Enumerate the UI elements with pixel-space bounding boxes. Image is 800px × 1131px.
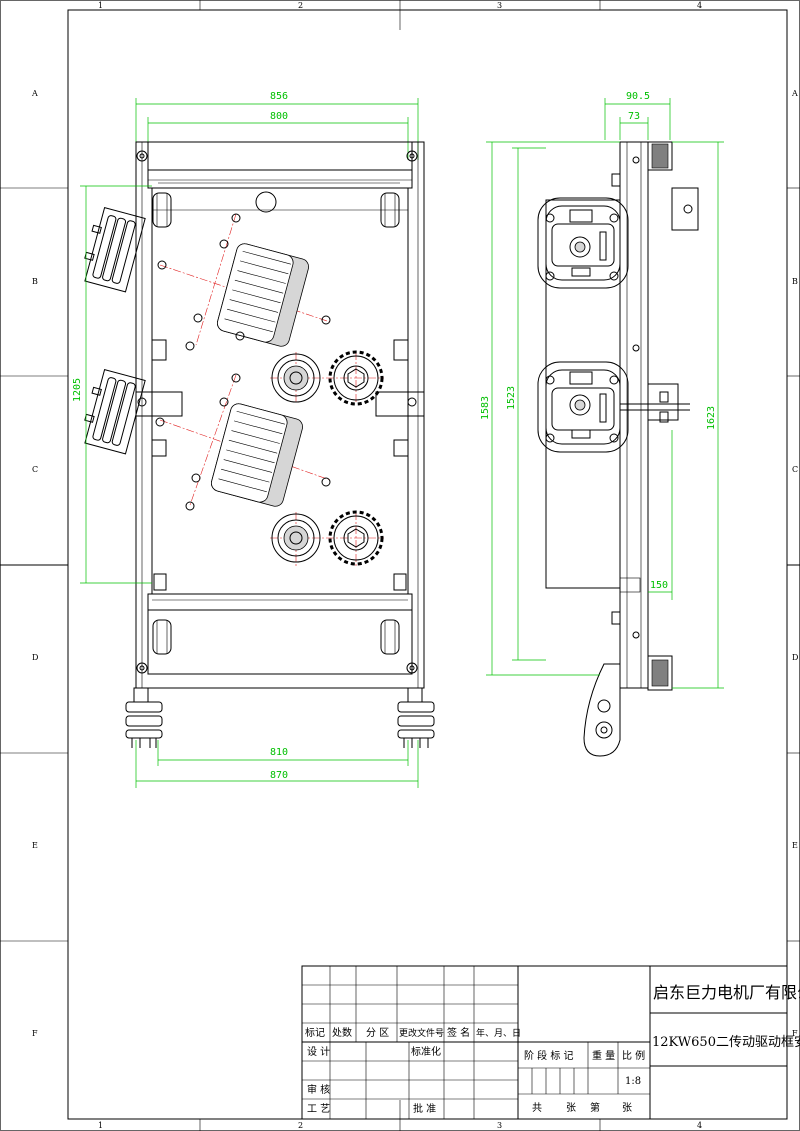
side-bottom-lug: [583, 663, 621, 757]
corner-bolts: [136, 150, 418, 674]
front-left-dimension: 1205: [72, 185, 152, 584]
hdr-sign: 签 名: [447, 1026, 470, 1039]
dim-800: 800: [270, 111, 288, 122]
col-label-2-bottom: 2: [298, 1121, 303, 1130]
row-label-e-right: E: [792, 841, 798, 850]
dim-73: 73: [628, 111, 640, 122]
col-label-1-bottom: 1: [98, 1121, 103, 1130]
bottom-feet: [125, 687, 435, 748]
side-dimensions: 1583 1523 1623 150: [480, 141, 724, 689]
hdr-zone: 分 区: [366, 1027, 389, 1039]
row-label-f: F: [32, 1029, 38, 1038]
row-label-a: A: [31, 89, 38, 98]
col-label-3: 3: [497, 1, 502, 10]
row-label-d: D: [32, 653, 38, 662]
scale-value: 1:8: [625, 1076, 641, 1087]
col-label-2: 2: [298, 1, 303, 10]
dim-1523: 1523: [506, 386, 517, 410]
role-review: 审 核: [307, 1083, 330, 1096]
sheet-no-label: 第: [590, 1101, 600, 1114]
motor-lower: [211, 403, 303, 507]
hdr-mark: 标记: [305, 1027, 325, 1039]
row-label-c-right: C: [792, 465, 798, 474]
side-view: 90.5 73: [480, 91, 724, 757]
front-view: 856 800: [72, 91, 435, 788]
gearbox-lower: [537, 361, 629, 453]
pulley-gear-upper: [271, 350, 384, 406]
role-design: 设 计: [307, 1045, 330, 1058]
row-label-b: B: [32, 277, 38, 286]
dim-1205: 1205: [72, 378, 83, 402]
mount-bolts: [155, 213, 331, 511]
side-mid-bracket: [620, 383, 690, 423]
scale-label: 比 例: [622, 1049, 645, 1062]
front-bottom-dimensions: 810 870: [135, 740, 419, 788]
weight-label: 重 量: [592, 1049, 615, 1062]
row-label-f-right: F: [792, 1029, 798, 1038]
row-label-b-right: B: [792, 277, 798, 286]
dim-90-5: 90.5: [626, 91, 650, 102]
mid-brackets: [135, 191, 425, 591]
guide-rollers: [152, 192, 400, 655]
hdr-change-doc: 更改文件号: [399, 1027, 444, 1039]
role-standardize: 标准化: [411, 1045, 441, 1058]
total-sheets-label: 共: [532, 1102, 542, 1114]
front-top-dimensions: 856 800: [135, 91, 419, 160]
left-connectors: [84, 206, 146, 455]
dim-1583: 1583: [480, 396, 491, 420]
hdr-date: 年、月、日: [476, 1027, 521, 1039]
dim-810: 810: [270, 747, 288, 758]
title-block: 启东巨力电机厂有限公司 12KW650二传动驱动框安装图 标记 处数 分 区 更…: [301, 965, 800, 1120]
pulley-gear-lower: [271, 510, 384, 566]
dim-1623: 1623: [706, 406, 717, 430]
col-label-1: 1: [98, 1, 103, 10]
dim-150: 150: [650, 580, 668, 591]
motor-upper: [217, 243, 309, 347]
dim-856: 856: [270, 91, 288, 102]
hdr-count: 处数: [332, 1026, 352, 1039]
company-name: 启东巨力电机厂有限公司: [653, 983, 800, 1002]
row-label-a-right: A: [791, 89, 798, 98]
row-label-e: E: [32, 841, 38, 850]
stage-mark-label: 阶 段 标 记: [524, 1049, 574, 1062]
sheet-unit-1: 张: [566, 1102, 576, 1114]
dim-870: 870: [270, 770, 288, 781]
col-label-4: 4: [697, 1, 702, 10]
gearbox-upper: [537, 197, 629, 289]
col-label-4-bottom: 4: [697, 1121, 702, 1130]
side-top-dimensions: 90.5 73: [604, 91, 671, 140]
sheet-unit-2: 张: [622, 1102, 632, 1114]
row-label-c: C: [32, 465, 38, 474]
drawing-title: 12KW650二传动驱动框安装图: [652, 1035, 800, 1050]
col-label-3-bottom: 3: [497, 1121, 502, 1130]
row-label-d-right: D: [792, 653, 798, 662]
role-process: 工 艺: [307, 1103, 330, 1115]
role-approve: 批 准: [413, 1102, 436, 1115]
